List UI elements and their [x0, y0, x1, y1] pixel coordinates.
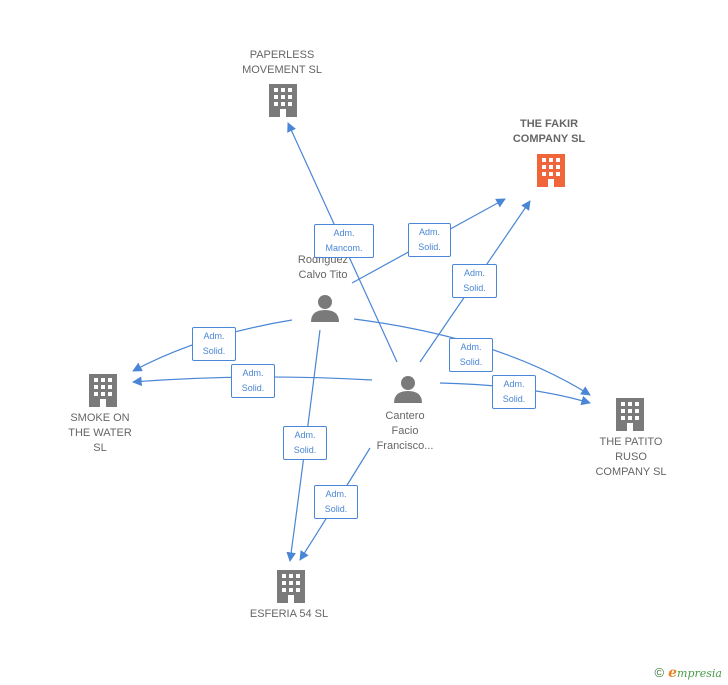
- brand-footer: ©empresia: [655, 665, 722, 681]
- node-label-smoke[interactable]: SMOKE ON THE WATER SL: [68, 412, 132, 454]
- edge-label-solid[interactable]: Adm. Solid.: [452, 264, 497, 298]
- edge-label-solid[interactable]: Adm. Solid.: [314, 485, 358, 519]
- edge-label-solid[interactable]: Adm. Solid.: [449, 338, 493, 372]
- building-icon: [277, 570, 305, 603]
- building-icon: [89, 374, 117, 407]
- node-label-esferia[interactable]: ESFERIA 54 SL: [249, 608, 329, 620]
- copyright-icon: ©: [654, 665, 665, 680]
- node-label-paperless[interactable]: PAPERLESS MOVEMENT SL: [242, 49, 322, 76]
- building-icon: [269, 84, 297, 117]
- edge-label-solid[interactable]: Adm. Solid.: [192, 327, 236, 361]
- brand-logo-e: e: [668, 665, 678, 681]
- building-icon: [537, 154, 565, 187]
- node-label-patito[interactable]: THE PATITO RUSO COMPANY SL: [595, 436, 667, 478]
- building-icon: [616, 398, 644, 431]
- edge-label-mancom[interactable]: Adm. Mancom.: [314, 224, 374, 258]
- node-label-fakir[interactable]: THE FAKIR COMPANY SL: [512, 118, 586, 145]
- edge-label-solid[interactable]: Adm. Solid.: [231, 364, 275, 398]
- person-icon: [394, 376, 422, 403]
- edge-label-solid[interactable]: Adm. Solid.: [283, 426, 327, 460]
- edge-label-solid[interactable]: Adm. Solid.: [492, 375, 536, 409]
- node-label-cantero[interactable]: Cantero Facio Francisco...: [376, 410, 434, 452]
- person-icon: [311, 295, 339, 322]
- edge-label-solid[interactable]: Adm. Solid.: [408, 223, 451, 257]
- brand-logo-text: mpresia: [677, 667, 722, 680]
